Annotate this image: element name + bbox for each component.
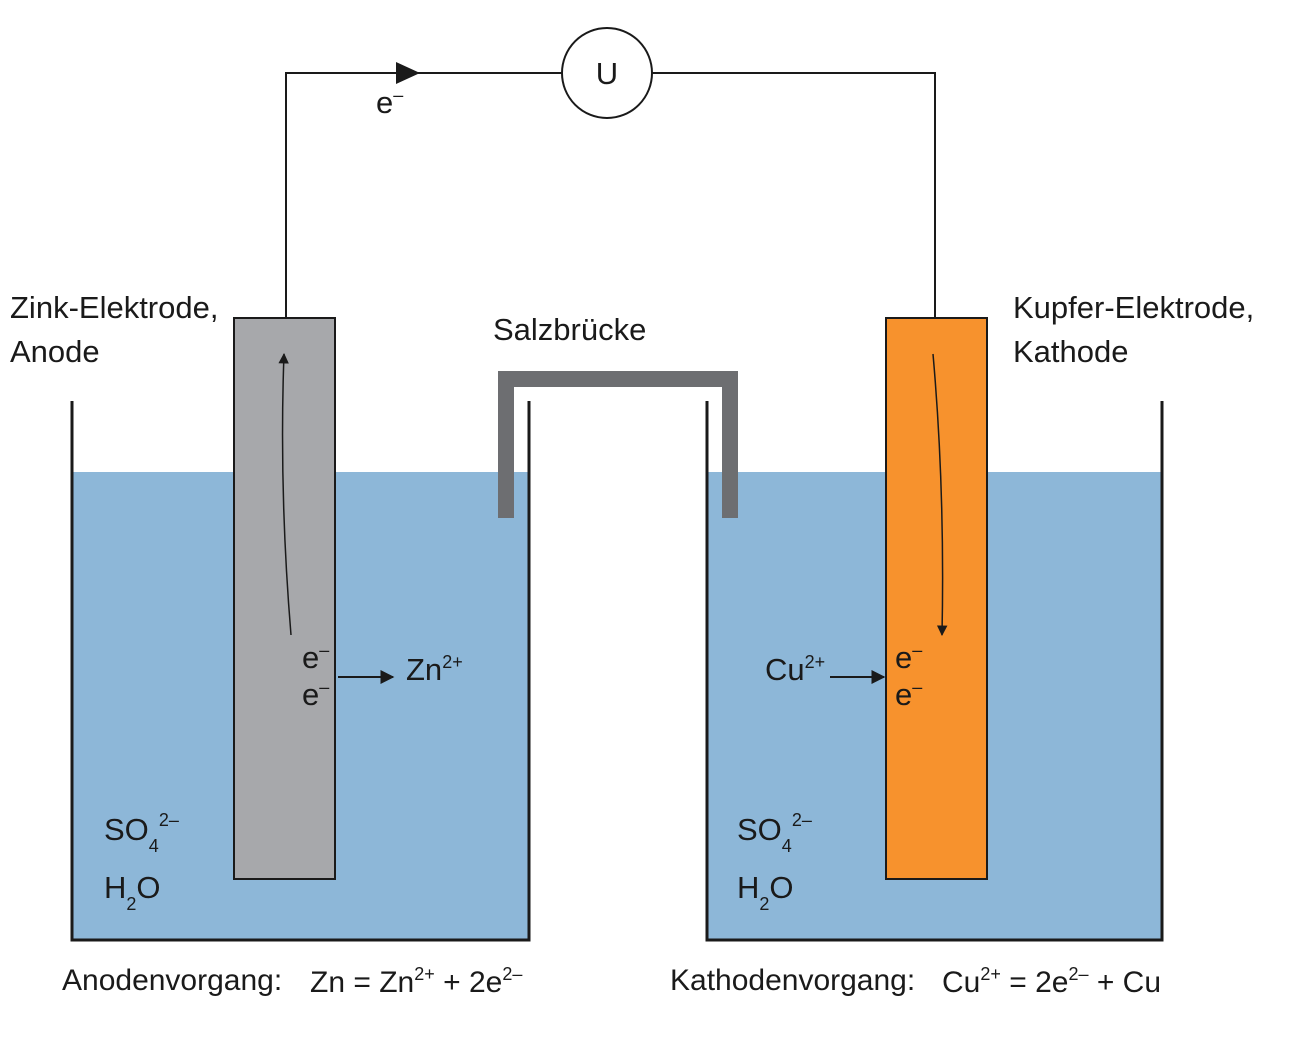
zinc-electron-flow-arrow bbox=[278, 352, 292, 636]
wire-electron-label: e– bbox=[376, 85, 403, 120]
anode-sulfate-label: SO42– bbox=[104, 810, 179, 856]
anode-water-label: H2O bbox=[104, 870, 161, 914]
anode-equation: Zn = Zn2+ + 2e2– bbox=[310, 964, 522, 999]
cathode-name-line1: Kupfer-Elektrode, bbox=[1013, 290, 1254, 325]
zinc-electrode bbox=[233, 317, 336, 880]
anode-beaker bbox=[70, 401, 531, 942]
cathode-beaker bbox=[705, 401, 1164, 942]
copper-electrode bbox=[885, 317, 988, 880]
anode-electron-2: e– bbox=[302, 677, 329, 712]
wire-right bbox=[652, 72, 936, 318]
wire-left bbox=[285, 72, 562, 318]
electron-flow-arrow bbox=[396, 62, 420, 84]
copper-ion-label: Cu2+ bbox=[765, 652, 825, 687]
anode-name-line2: Anode bbox=[10, 334, 100, 369]
cathode-water-label: H2O bbox=[737, 870, 794, 914]
zinc-ion-label: Zn2+ bbox=[406, 652, 463, 687]
copper-electron-flow-arrow bbox=[932, 353, 948, 637]
salt-bridge-label: Salzbrücke bbox=[493, 312, 646, 347]
anode-name-line1: Zink-Elektrode, bbox=[10, 290, 218, 325]
anode-process-label: Anodenvorgang: bbox=[62, 964, 282, 997]
cathode-electron-1: e– bbox=[895, 640, 922, 675]
voltmeter-symbol: U bbox=[596, 56, 618, 91]
voltmeter bbox=[561, 27, 653, 119]
cathode-sulfate-label: SO42– bbox=[737, 810, 812, 856]
anode-electron-1: e– bbox=[302, 640, 329, 675]
cathode-equation: Cu2+ = 2e2– + Cu bbox=[942, 964, 1161, 999]
cathode-process-label: Kathodenvorgang: bbox=[670, 964, 915, 997]
cathode-electron-2: e– bbox=[895, 677, 922, 712]
cathode-name-line2: Kathode bbox=[1013, 334, 1129, 369]
salt-bridge bbox=[498, 371, 738, 518]
